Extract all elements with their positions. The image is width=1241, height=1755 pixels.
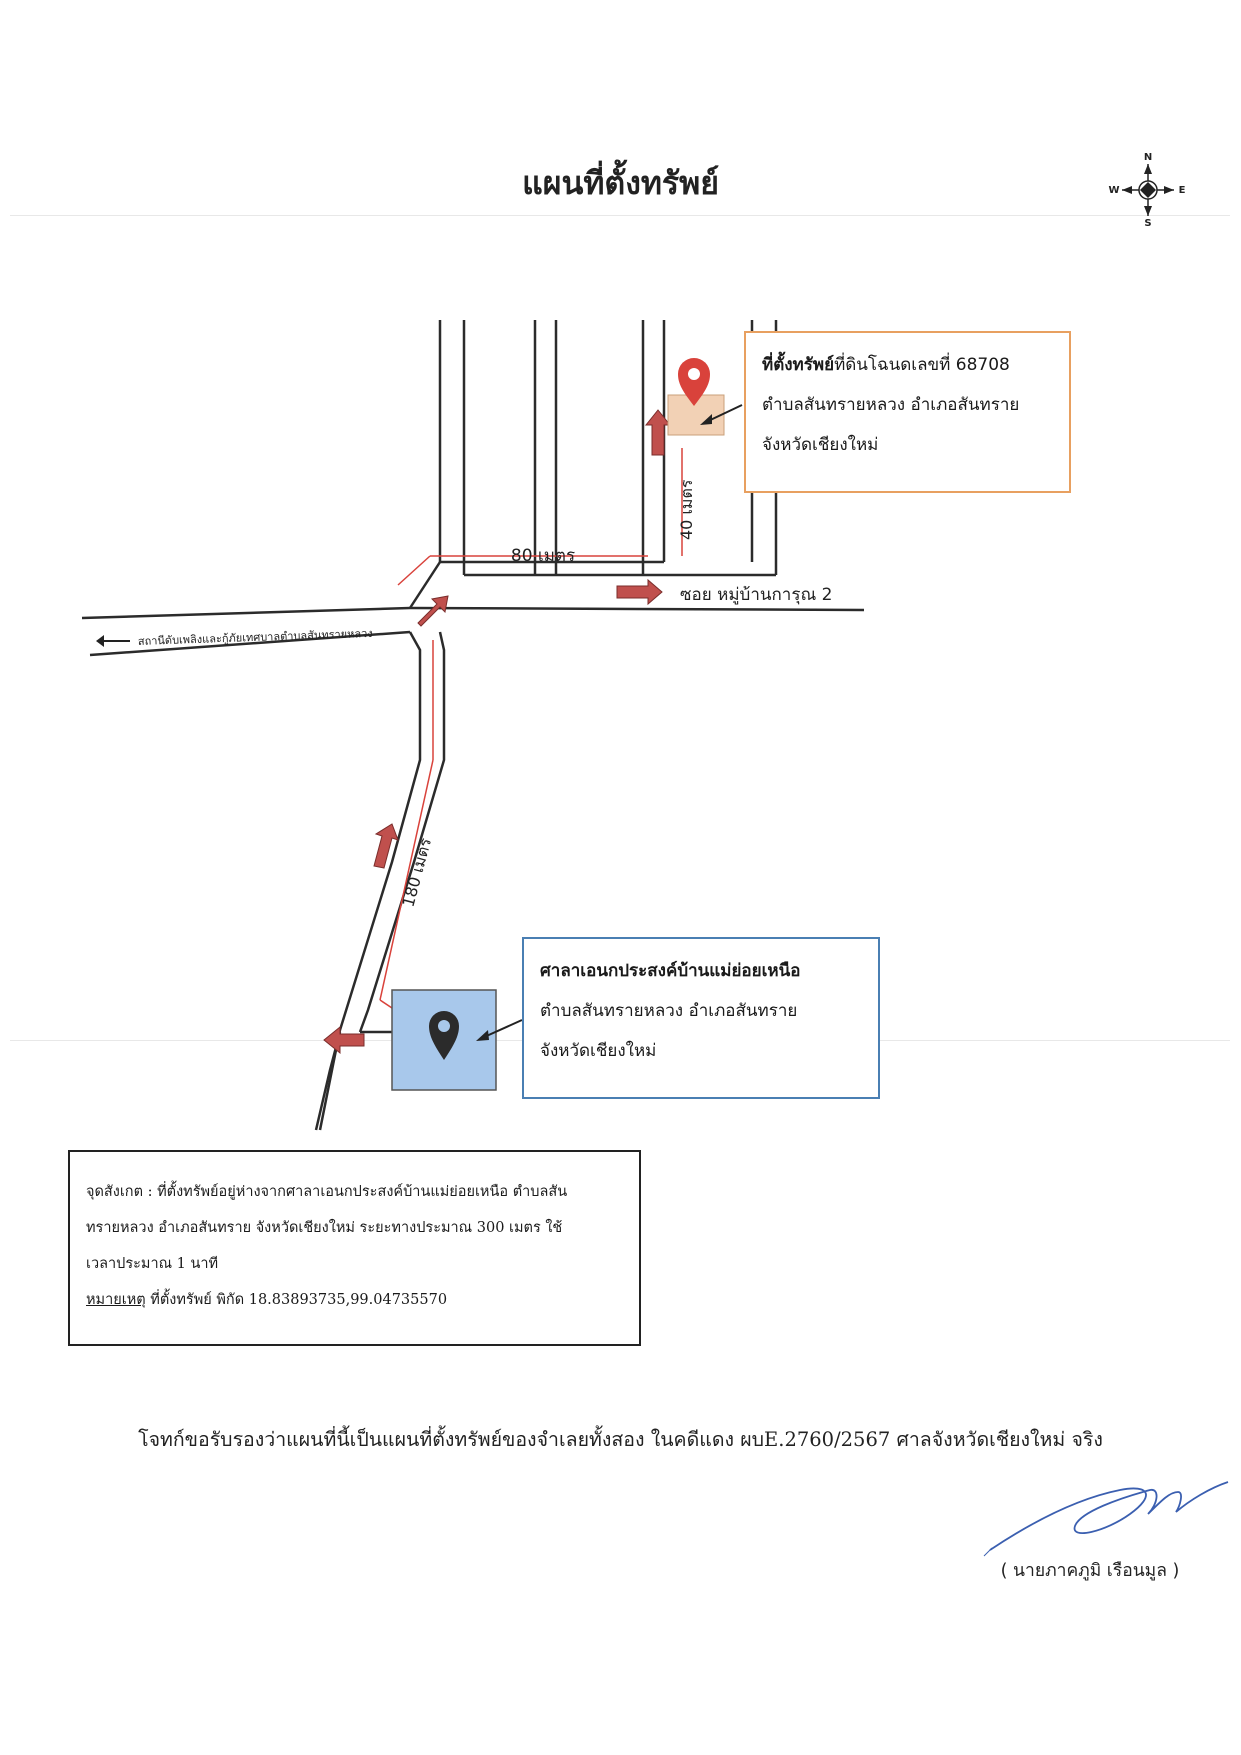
notes-line-3: เวลาประมาณ 1 นาที <box>86 1256 219 1272</box>
distance-80m: 80 เมตร <box>511 546 575 566</box>
distance-180m: 180 เมตร <box>399 836 436 910</box>
notes-remark: หมายเหตุ ที่ตั้งทรัพย์ พิกัด 18.83893735… <box>86 1282 623 1318</box>
signature <box>983 1481 1229 1557</box>
notes-line-1: จุดสังเกต : ที่ตั้งทรัพย์อยู่ห่างจากศาลา… <box>86 1184 568 1200</box>
remark-text: ที่ตั้งทรัพย์ พิกัด 18.83893735,99.04735… <box>145 1292 448 1308</box>
compass-s: S <box>1144 218 1151 229</box>
arrow-north <box>644 409 672 456</box>
school-info-box: ศาลาเอนกประสงค์บ้านแม่ย่อยเหนือ ตำบลสันท… <box>522 937 880 1099</box>
property-pin-icon <box>678 358 710 406</box>
page-title: แผนที่ตั้งทรัพย์ <box>522 164 719 202</box>
upper-roads <box>438 320 778 575</box>
property-line-2: ตำบลสันทรายหลวง อำเภอสันทราย <box>762 395 1020 415</box>
remark-label: หมายเหตุ <box>86 1292 146 1308</box>
school-line-3: จังหวัดเชียงใหม่ <box>540 1041 657 1061</box>
arrow-east <box>616 578 663 606</box>
fire-station-label: สถานีดับเพลิงและกู้ภัยเทศบาลตำบลสันทรายห… <box>138 627 373 648</box>
arrow-northeast <box>417 595 449 627</box>
compass-n: N <box>1144 152 1152 163</box>
school-line-1: ศาลาเอนกประสงค์บ้านแม่ย่อยเหนือ <box>540 961 801 981</box>
arrow-west <box>323 1025 365 1055</box>
property-line-1: ที่ตั้งทรัพย์ที่ดินโฉนดเลขที่ 68708 <box>762 355 1010 375</box>
school-pointer <box>481 1019 523 1039</box>
distance-40m: 40 เมตร <box>677 479 696 540</box>
scan-rule-top <box>10 215 1230 216</box>
certification-statement: โจทก์ขอรับรองว่าแผนที่นี้เป็นแผนที่ตั้งท… <box>138 1428 1103 1451</box>
notes-line-2: ทรายหลวง อำเภอสันทราย จังหวัดเชียงใหม่ ร… <box>86 1220 563 1236</box>
school-pin-icon <box>429 1011 459 1060</box>
arrow-north-diagonal <box>373 823 399 869</box>
notes-box: จุดสังเกต : ที่ตั้งทรัพย์อยู่ห่างจากศาลา… <box>68 1150 641 1346</box>
route-arrows <box>96 409 672 1055</box>
soi-label: ซอย หมู่บ้านการุณ 2 <box>680 585 832 605</box>
property-info-box: ที่ตั้งทรัพย์ที่ดินโฉนดเลขที่ 68708 ตำบล… <box>744 331 1071 493</box>
property-line-3: จังหวัดเชียงใหม่ <box>762 435 879 455</box>
compass-w: W <box>1108 185 1119 196</box>
main-road <box>81 560 865 657</box>
compass-e: E <box>1179 185 1186 196</box>
school-line-2: ตำบลสันทรายหลวง อำเภอสันทราย <box>540 1001 798 1021</box>
route-lines <box>379 400 683 1011</box>
compass-rose-icon: N S E W <box>1108 152 1186 229</box>
arrow-fire-station <box>96 635 130 647</box>
signatory-name: ( นายภาคภูมิ เรือนมูล ) <box>1000 1561 1180 1581</box>
